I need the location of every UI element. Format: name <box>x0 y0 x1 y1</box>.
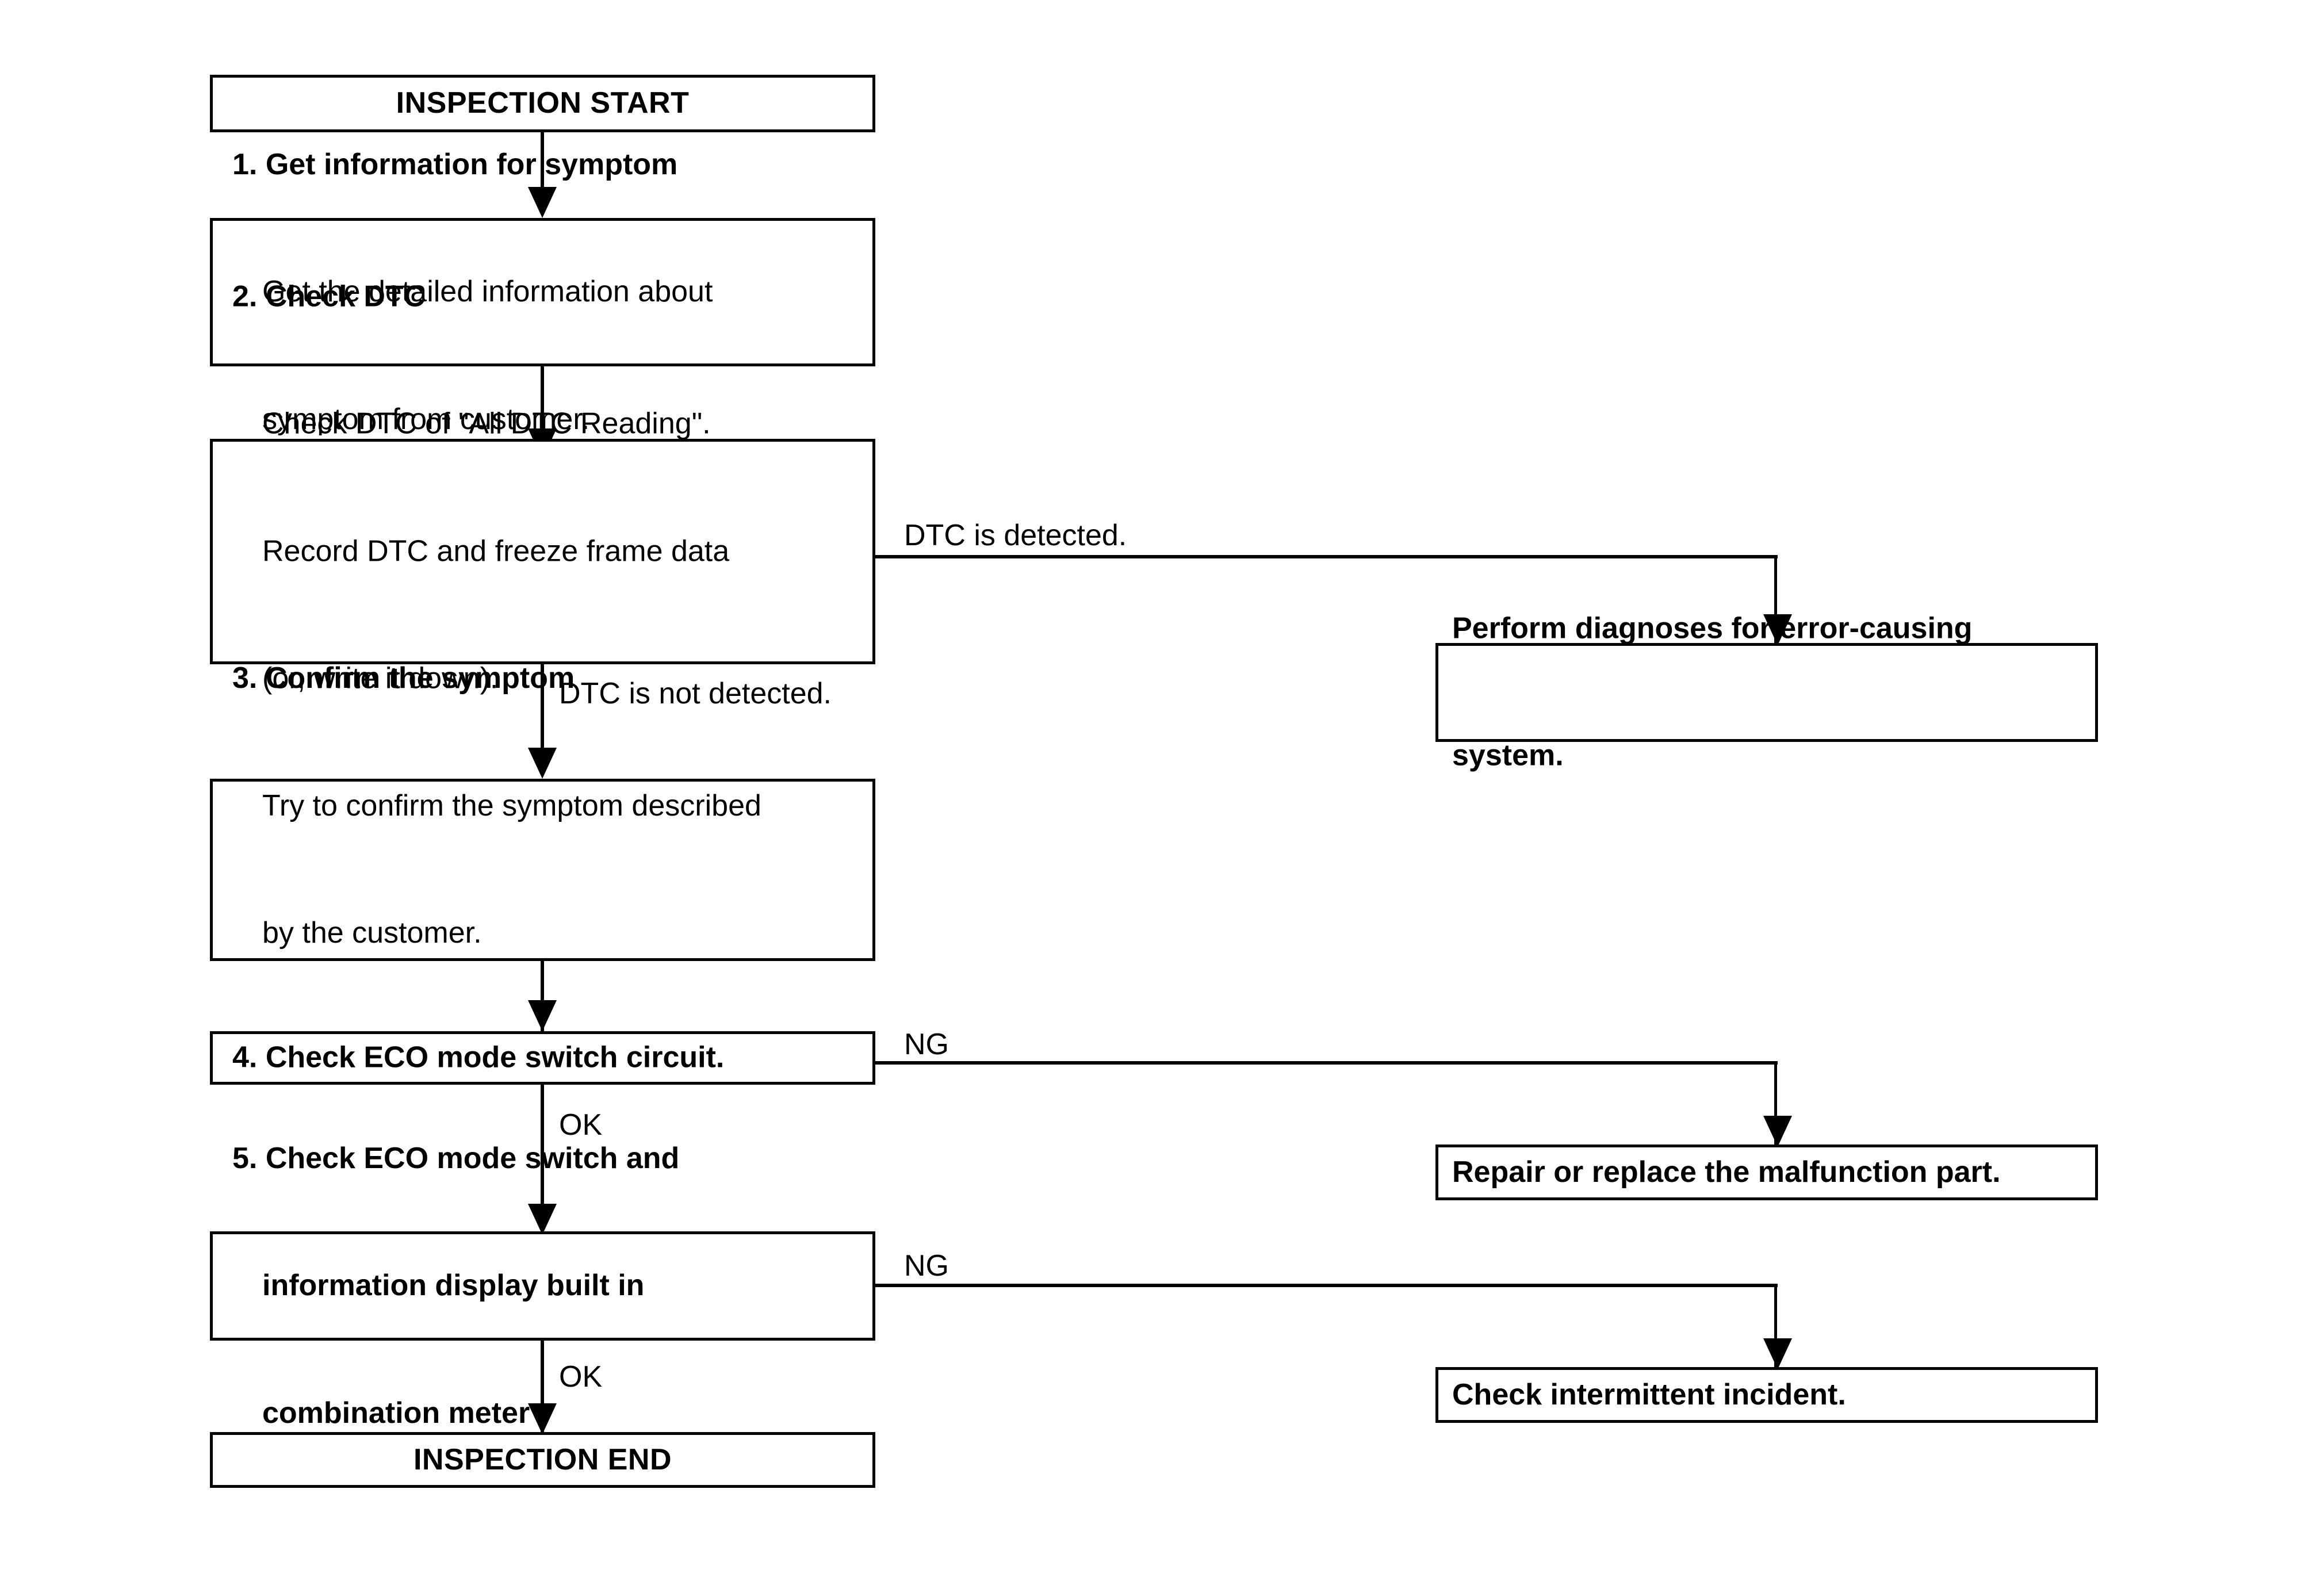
edge-label-ok-step5: OK <box>559 1360 603 1394</box>
step5-heading-line-2: information display built in <box>262 1269 645 1303</box>
step5-heading-line-1: 5. Check ECO mode switch and <box>232 1141 680 1175</box>
arrowhead-step3-to-step4 <box>528 1000 557 1031</box>
connector-step2-branch-vertical <box>1774 555 1777 644</box>
connector-step4-branch-vertical <box>1774 1061 1777 1146</box>
edge-label-dtc-detected: DTC is detected. <box>904 519 1127 552</box>
node-perform-diagnoses: Perform diagnoses for error-causing syst… <box>1435 611 2098 772</box>
step1-body-line-1: Get the detailed information about <box>262 275 713 309</box>
connector-step2-to-step3 <box>541 664 544 768</box>
connector-start-to-step1 <box>541 132 544 196</box>
node-inspection-end: INSPECTION END <box>210 1432 875 1488</box>
arrowhead-to-perform-diagnoses <box>1763 614 1792 645</box>
step2-body-line-2: Record DTC and freeze frame data <box>262 534 730 568</box>
connector-step5-branch-horizontal <box>875 1284 1778 1287</box>
arrowhead-step4-to-step5 <box>528 1204 557 1235</box>
step3-body-line-2: by the customer. <box>262 916 482 950</box>
step2-heading: 2. Check DTC <box>232 280 426 313</box>
arrowhead-step2-to-step3 <box>528 748 557 779</box>
repair-replace-label: Repair or replace the malfunction part. <box>1452 1155 2001 1189</box>
check-intermittent-label: Check intermittent incident. <box>1452 1377 1846 1411</box>
node-repair-replace: Repair or replace the malfunction part. <box>1435 1145 2098 1200</box>
edge-label-ok-step4: OK <box>559 1108 603 1142</box>
connector-step4-branch-horizontal <box>875 1061 1778 1065</box>
step1-heading: 1. Get information for symptom <box>232 147 678 181</box>
node-inspection-start: INSPECTION START <box>210 75 875 132</box>
edge-label-ng-step4: NG <box>904 1028 949 1061</box>
connector-step5-to-end <box>541 1341 544 1433</box>
step3-body-line-1: Try to confirm the symptom described <box>262 789 761 822</box>
inspection-start-label: INSPECTION START <box>396 86 690 120</box>
arrowhead-to-check-intermittent <box>1763 1338 1792 1369</box>
edge-label-ng-step5: NG <box>904 1249 949 1283</box>
connector-step4-to-step5 <box>541 1085 544 1228</box>
connector-step2-branch-horizontal <box>875 555 1778 558</box>
step1-body-line-2: symptom from customer. <box>262 402 590 436</box>
node-step-1: 1. Get information for symptom Get the d… <box>210 148 875 436</box>
node-step-5: 5. Check ECO mode switch and information… <box>210 1142 875 1430</box>
node-step-3: 3. Confirm the symptom Try to confirm th… <box>210 661 875 1077</box>
step4-heading: 4. Check ECO mode switch circuit. <box>232 1040 725 1074</box>
step5-heading-line-3: combination meter <box>262 1396 530 1430</box>
arrowhead-step5-to-end <box>528 1403 557 1434</box>
arrowhead-start-to-step1 <box>528 187 557 218</box>
node-check-intermittent: Check intermittent incident. <box>1435 1367 2098 1423</box>
connector-step5-branch-vertical <box>1774 1284 1777 1369</box>
step2-body-line-1: Check DTC of "All DTC Reading". <box>262 407 711 441</box>
step3-heading: 3. Confirm the symptom <box>232 661 575 695</box>
connector-step1-to-step2 <box>541 366 544 439</box>
step2-body-line-3: (or, write it down). <box>262 661 499 695</box>
node-step-4: 4. Check ECO mode switch circuit. <box>210 1031 875 1085</box>
perform-diagnoses-line-2: system. <box>1452 738 1564 772</box>
perform-diagnoses-line-1: Perform diagnoses for error-causing <box>1452 611 1973 645</box>
inspection-end-label: INSPECTION END <box>413 1442 672 1476</box>
arrowhead-to-repair-replace <box>1763 1116 1792 1147</box>
edge-label-dtc-not-detected: DTC is not detected. <box>559 677 832 710</box>
